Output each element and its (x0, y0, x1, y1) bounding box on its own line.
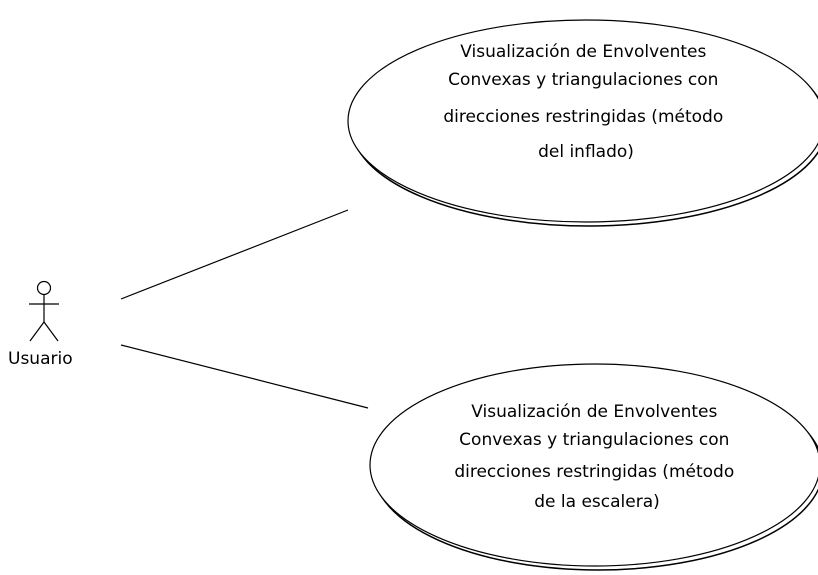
use-case-1-line-4: del inflado) (538, 142, 634, 162)
actor-right-leg (43, 321, 59, 342)
use-case-1-line-3: direcciones restringidas (método (443, 107, 723, 127)
use-case-1-ellipse (347, 19, 818, 223)
use-case-1-line-1: Visualización de Envolventes (460, 42, 706, 62)
actor-left-leg (29, 321, 45, 342)
use-case-2-line-1: Visualización de Envolventes (471, 402, 717, 422)
actor-label: Usuario (8, 349, 73, 369)
actor-head (36, 280, 52, 296)
use-case-2-text: Visualización de Envolventes Convexas y … (454, 402, 739, 512)
stick-figure-icon (29, 280, 59, 342)
use-case-1[interactable]: Visualización de Envolventes Convexas y … (347, 19, 818, 227)
use-case-2-line-2: Convexas y triangulaciones con (459, 430, 729, 450)
actor-usuario[interactable]: Usuario (8, 280, 73, 370)
use-case-2-line-4: de la escalera) (534, 492, 660, 512)
use-case-2-ellipse (369, 363, 818, 567)
association-line-bottom (120, 344, 369, 409)
use-case-2-line-3: direcciones restringidas (método (454, 462, 734, 482)
use-case-1-line-2: Convexas y triangulaciones con (448, 70, 718, 90)
use-case-2[interactable]: Visualización de Envolventes Convexas y … (369, 363, 818, 571)
association-line-top (120, 209, 349, 300)
use-case-1-text: Visualización de Envolventes Convexas y … (443, 42, 728, 162)
